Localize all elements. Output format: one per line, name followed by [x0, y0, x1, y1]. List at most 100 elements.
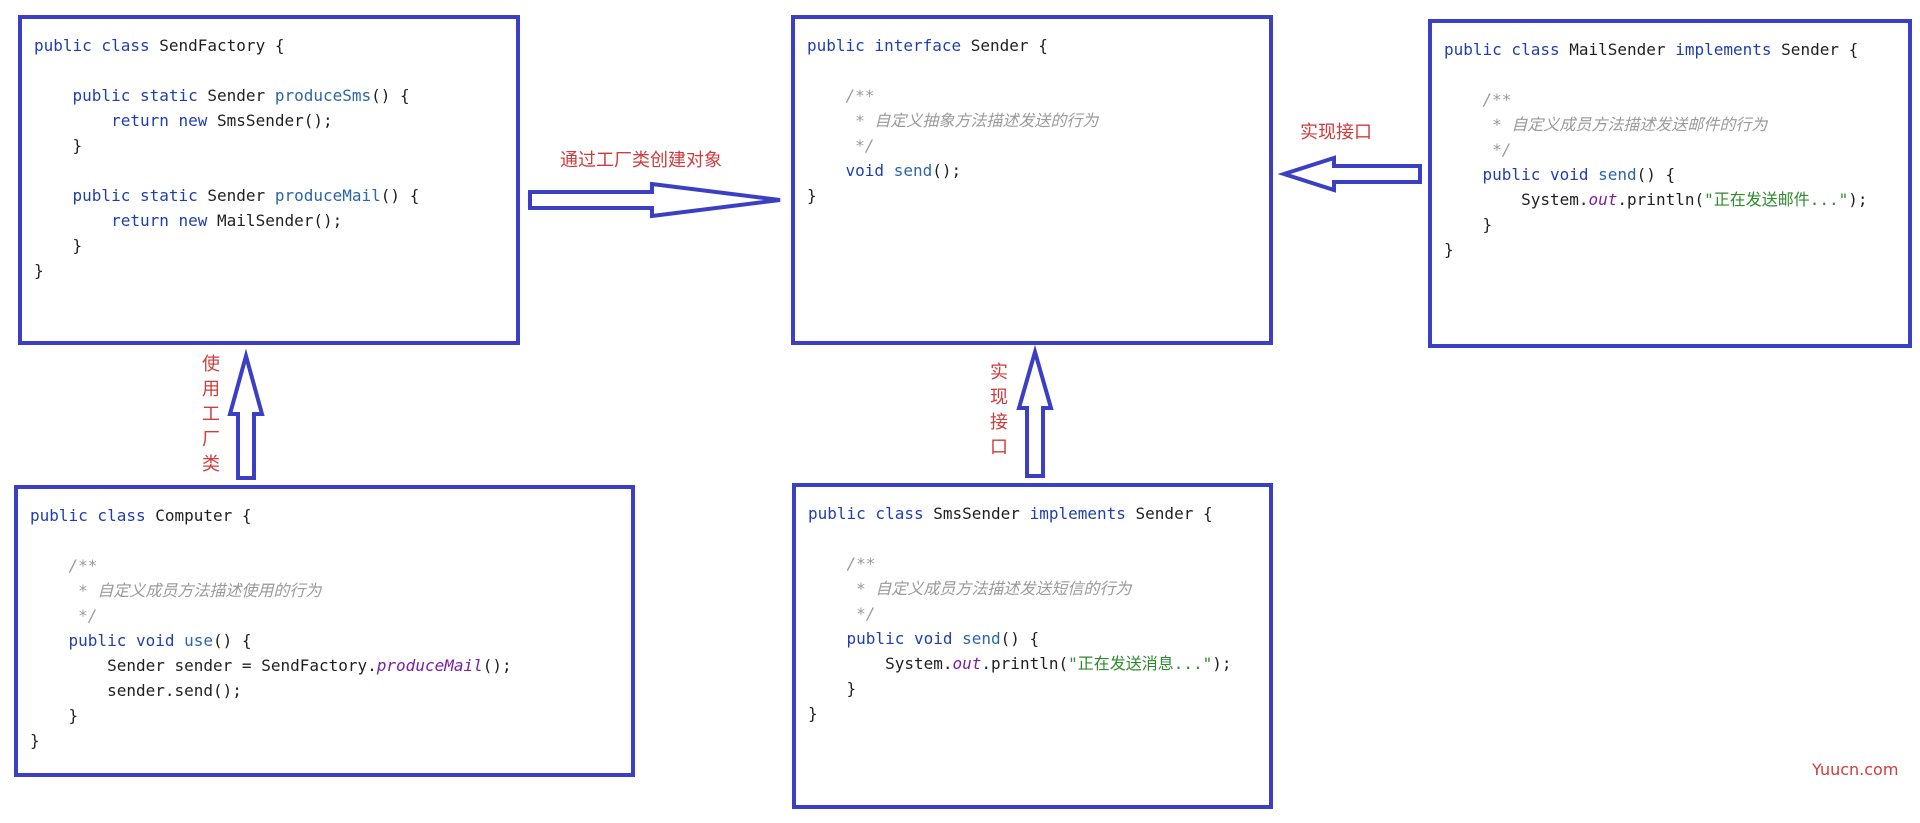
arrow-mail-to-interface [1277, 155, 1422, 193]
code-line: public class MailSender implements Sende… [1444, 37, 1896, 62]
code-token: public void [1444, 165, 1599, 184]
code-token: return new [34, 211, 218, 230]
code-line [1444, 62, 1896, 87]
code-line: System.out.println("正在发送消息..."); [808, 651, 1257, 676]
computer-box: public class Computer { /** * 自定义成员方法描述使… [14, 485, 635, 777]
code-token: Sender { [970, 36, 1048, 55]
code-token: "正在发送消息..." [1068, 654, 1213, 673]
code-line: /** [807, 83, 1257, 108]
send-factory-code: public class SendFactory { public static… [34, 33, 504, 283]
code-token: */ [1444, 140, 1512, 159]
code-token: (); [932, 161, 962, 180]
code-line: public void send() { [808, 626, 1257, 651]
code-token: */ [30, 606, 98, 625]
code-token: () { [1000, 629, 1040, 648]
code-token: send [962, 629, 1001, 648]
code-token: Computer { [155, 506, 252, 525]
code-token: } [808, 704, 818, 723]
code-line: } [30, 703, 619, 728]
sender-interface-box: public interface Sender { /** * 自定义抽象方法描… [791, 15, 1273, 345]
code-token: out [952, 654, 982, 673]
code-line: public interface Sender { [807, 33, 1257, 58]
code-line: public class SmsSender implements Sender… [808, 501, 1257, 526]
watermark: Yuucn.com [1812, 760, 1899, 779]
code-token: implements [1675, 40, 1782, 59]
code-line: public void send() { [1444, 162, 1896, 187]
code-token: } [30, 731, 40, 750]
code-token: SmsSender(); [217, 111, 333, 130]
code-line: */ [808, 601, 1257, 626]
code-token: /** [30, 556, 98, 575]
code-token: Sender [207, 186, 275, 205]
code-token: ); [1212, 654, 1232, 673]
code-line: * 自定义成员方法描述使用的行为 [30, 578, 619, 603]
code-token: Sender { [1135, 504, 1213, 523]
code-line: * 自定义成员方法描述发送短信的行为 [808, 576, 1257, 601]
code-token: public class [1444, 40, 1570, 59]
code-line: /** [1444, 87, 1896, 112]
sender-interface-code: public interface Sender { /** * 自定义抽象方法描… [807, 33, 1257, 208]
computer-code: public class Computer { /** * 自定义成员方法描述使… [30, 503, 619, 753]
code-token: () { [371, 86, 410, 105]
code-line: } [808, 676, 1257, 701]
code-line: return new SmsSender(); [34, 108, 504, 133]
code-line: Sender sender = SendFactory.produceMail(… [30, 653, 619, 678]
code-token: } [807, 186, 817, 205]
code-token: out [1588, 190, 1618, 209]
code-line: */ [1444, 137, 1896, 162]
code-line: void send(); [807, 158, 1257, 183]
code-line [30, 528, 619, 553]
code-token: public class [808, 504, 934, 523]
code-token: public static [34, 86, 208, 105]
code-line: public class SendFactory { [34, 33, 504, 58]
code-token: () { [380, 186, 420, 205]
code-token: * 自定义成员方法描述发送短信的行为 [808, 579, 1132, 598]
code-token: void [807, 161, 894, 180]
code-token: /** [1444, 90, 1512, 109]
code-token: } [34, 136, 83, 155]
code-token: produceMail [376, 656, 483, 675]
code-token: } [34, 261, 44, 280]
code-token: send [1598, 165, 1637, 184]
mail-sender-box: public class MailSender implements Sende… [1428, 19, 1912, 348]
code-line: public class Computer { [30, 503, 619, 528]
code-token: public class [30, 506, 156, 525]
code-token: } [30, 706, 79, 725]
code-line: /** [808, 551, 1257, 576]
label-computer-uses-factory: 使用工厂类 [202, 354, 220, 475]
code-token: * 自定义成员方法描述发送邮件的行为 [1444, 115, 1768, 134]
code-line: System.out.println("正在发送邮件..."); [1444, 187, 1896, 212]
label-mail-implements: 实现接口 [1300, 122, 1372, 143]
code-token: * 自定义抽象方法描述发送的行为 [807, 111, 1099, 130]
arrow-computer-to-factory [227, 348, 265, 480]
code-line: } [1444, 212, 1896, 237]
code-token: () { [213, 631, 252, 650]
code-line: public static Sender produceMail() { [34, 183, 504, 208]
code-token: public void [30, 631, 185, 650]
code-token: */ [808, 604, 876, 623]
sms-sender-code: public class SmsSender implements Sender… [808, 501, 1257, 726]
code-line: } [30, 728, 619, 753]
send-factory-box: public class SendFactory { public static… [18, 15, 520, 345]
code-line: * 自定义成员方法描述发送邮件的行为 [1444, 112, 1896, 137]
code-line: } [1444, 237, 1896, 262]
arrow-factory-to-interface [528, 181, 781, 219]
code-token: sender.send(); [30, 681, 242, 700]
code-token: SendFactory { [159, 36, 285, 55]
code-token: System. [1444, 190, 1589, 209]
code-token: } [34, 236, 83, 255]
code-token: () { [1636, 165, 1676, 184]
code-line: * 自定义抽象方法描述发送的行为 [807, 108, 1257, 133]
code-token: implements [1029, 504, 1136, 523]
code-token: ); [1848, 190, 1868, 209]
code-token: System. [808, 654, 953, 673]
code-line: } [807, 183, 1257, 208]
label-sms-implements: 实现接口 [990, 362, 1008, 458]
code-token: public class [34, 36, 160, 55]
code-token: } [808, 679, 857, 698]
mail-sender-code: public class MailSender implements Sende… [1444, 37, 1896, 262]
code-line: sender.send(); [30, 678, 619, 703]
code-token: send [893, 161, 933, 180]
code-token: public interface [807, 36, 971, 55]
code-token: Sender [207, 86, 275, 105]
